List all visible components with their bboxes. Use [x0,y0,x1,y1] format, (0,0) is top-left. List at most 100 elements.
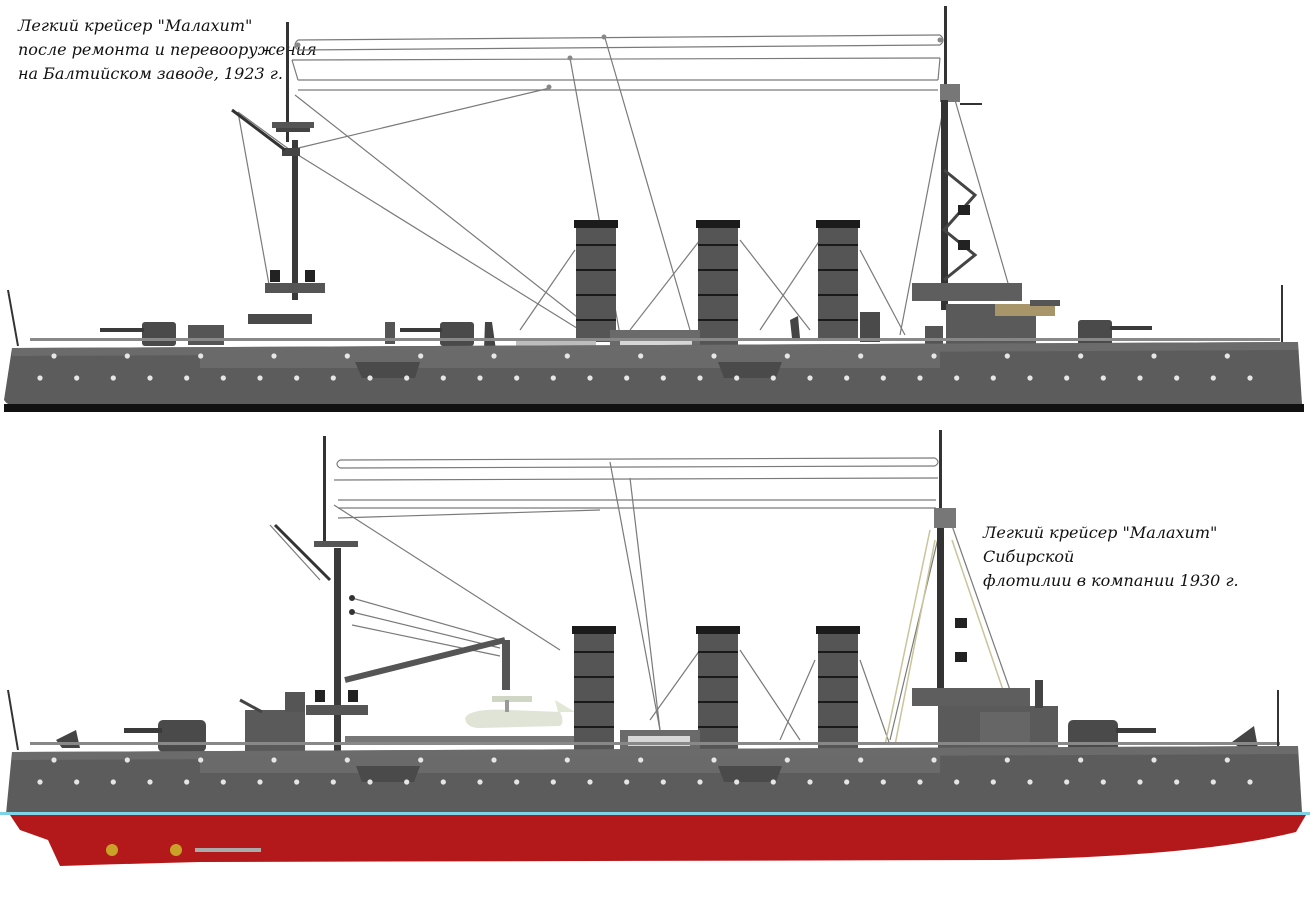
porthole [954,375,960,381]
waterline [0,812,1310,815]
porthole [807,375,813,381]
porthole [1224,757,1230,763]
porthole [220,779,226,785]
porthole [1064,375,1070,381]
porthole [990,779,996,785]
porthole [660,375,666,381]
porthole [110,375,116,381]
porthole [660,779,666,785]
porthole [917,375,923,381]
porthole [1027,779,1033,785]
porthole [880,375,886,381]
porthole [550,375,556,381]
porthole [564,353,570,359]
ship-top-mainmast [912,6,1060,346]
porthole [147,779,153,785]
ship-top-gun-mid [385,322,474,346]
porthole [844,375,850,381]
porthole [74,779,80,785]
porthole [404,779,410,785]
porthole [1100,779,1106,785]
porthole [1247,779,1253,785]
porthole [550,779,556,785]
porthole [990,375,996,381]
ship-top-funnel-2 [696,220,740,346]
porthole [51,353,57,359]
porthole [1004,757,1010,763]
porthole [418,353,424,359]
porthole [1027,375,1033,381]
porthole [1151,757,1157,763]
ship-bottom-funnel-3 [816,626,860,750]
porthole [858,757,864,763]
bilge-keel [195,848,261,852]
porthole [124,757,130,763]
porthole [564,757,570,763]
porthole [404,375,410,381]
ship-bottom-funnel-2 [696,626,740,752]
porthole [491,353,497,359]
ship-top-portholes [37,353,1253,381]
porthole [257,779,263,785]
porthole [294,779,300,785]
porthole [638,353,644,359]
porthole [1137,375,1143,381]
ship-top-gun-fwd [100,322,176,346]
caption-bottom-line2: флотилии в компании 1930 г. [983,571,1239,590]
porthole [220,375,226,381]
porthole [330,779,336,785]
porthole [931,757,937,763]
porthole [491,757,497,763]
porthole [184,375,190,381]
ship-bottom-foremast [273,436,510,753]
porthole [440,779,446,785]
porthole [917,779,923,785]
porthole [440,375,446,381]
porthole [734,375,740,381]
porthole [587,779,593,785]
porthole [37,779,43,785]
ship-top-funnels [574,220,860,346]
porthole [770,779,776,785]
ship-top-rigging [237,34,1011,336]
ship-bottom-funnels [572,626,860,752]
porthole [1210,375,1216,381]
porthole [147,375,153,381]
ship-top-funnel-1 [574,220,618,342]
porthole [954,779,960,785]
ship-top-1923 [4,6,1304,412]
ship-bottom-gun-fwd [124,720,206,752]
porthole [624,375,630,381]
porthole [697,375,703,381]
porthole [697,779,703,785]
caption-top-line3: на Балтийском заводе, 1923 г. [18,64,283,83]
porthole [294,375,300,381]
porthole [1078,757,1084,763]
porthole [1064,779,1070,785]
porthole [110,779,116,785]
porthole [271,757,277,763]
ship-top-funnel-3 [816,220,860,340]
porthole [367,375,373,381]
ship-bottom-1930 [0,430,1310,866]
ship-bottom-rigging [269,457,1011,746]
porthole [514,779,520,785]
porthole [1100,375,1106,381]
porthole [1004,353,1010,359]
porthole [74,375,80,381]
underwater-hull [10,815,1306,866]
porthole [844,779,850,785]
seaplane [345,696,575,742]
porthole [367,779,373,785]
porthole [711,757,717,763]
porthole [638,757,644,763]
porthole [257,375,263,381]
ship-top-insulators [295,34,943,90]
caption-bottom-line1: Легкий крейсер "Малахит" Сибирской [983,523,1218,566]
caption-bottom: Легкий крейсер "Малахит" Сибирской флоти… [983,521,1303,593]
porthole [1210,779,1216,785]
porthole [1151,353,1157,359]
ship-bottom-portholes [37,757,1253,785]
porthole [477,375,483,381]
